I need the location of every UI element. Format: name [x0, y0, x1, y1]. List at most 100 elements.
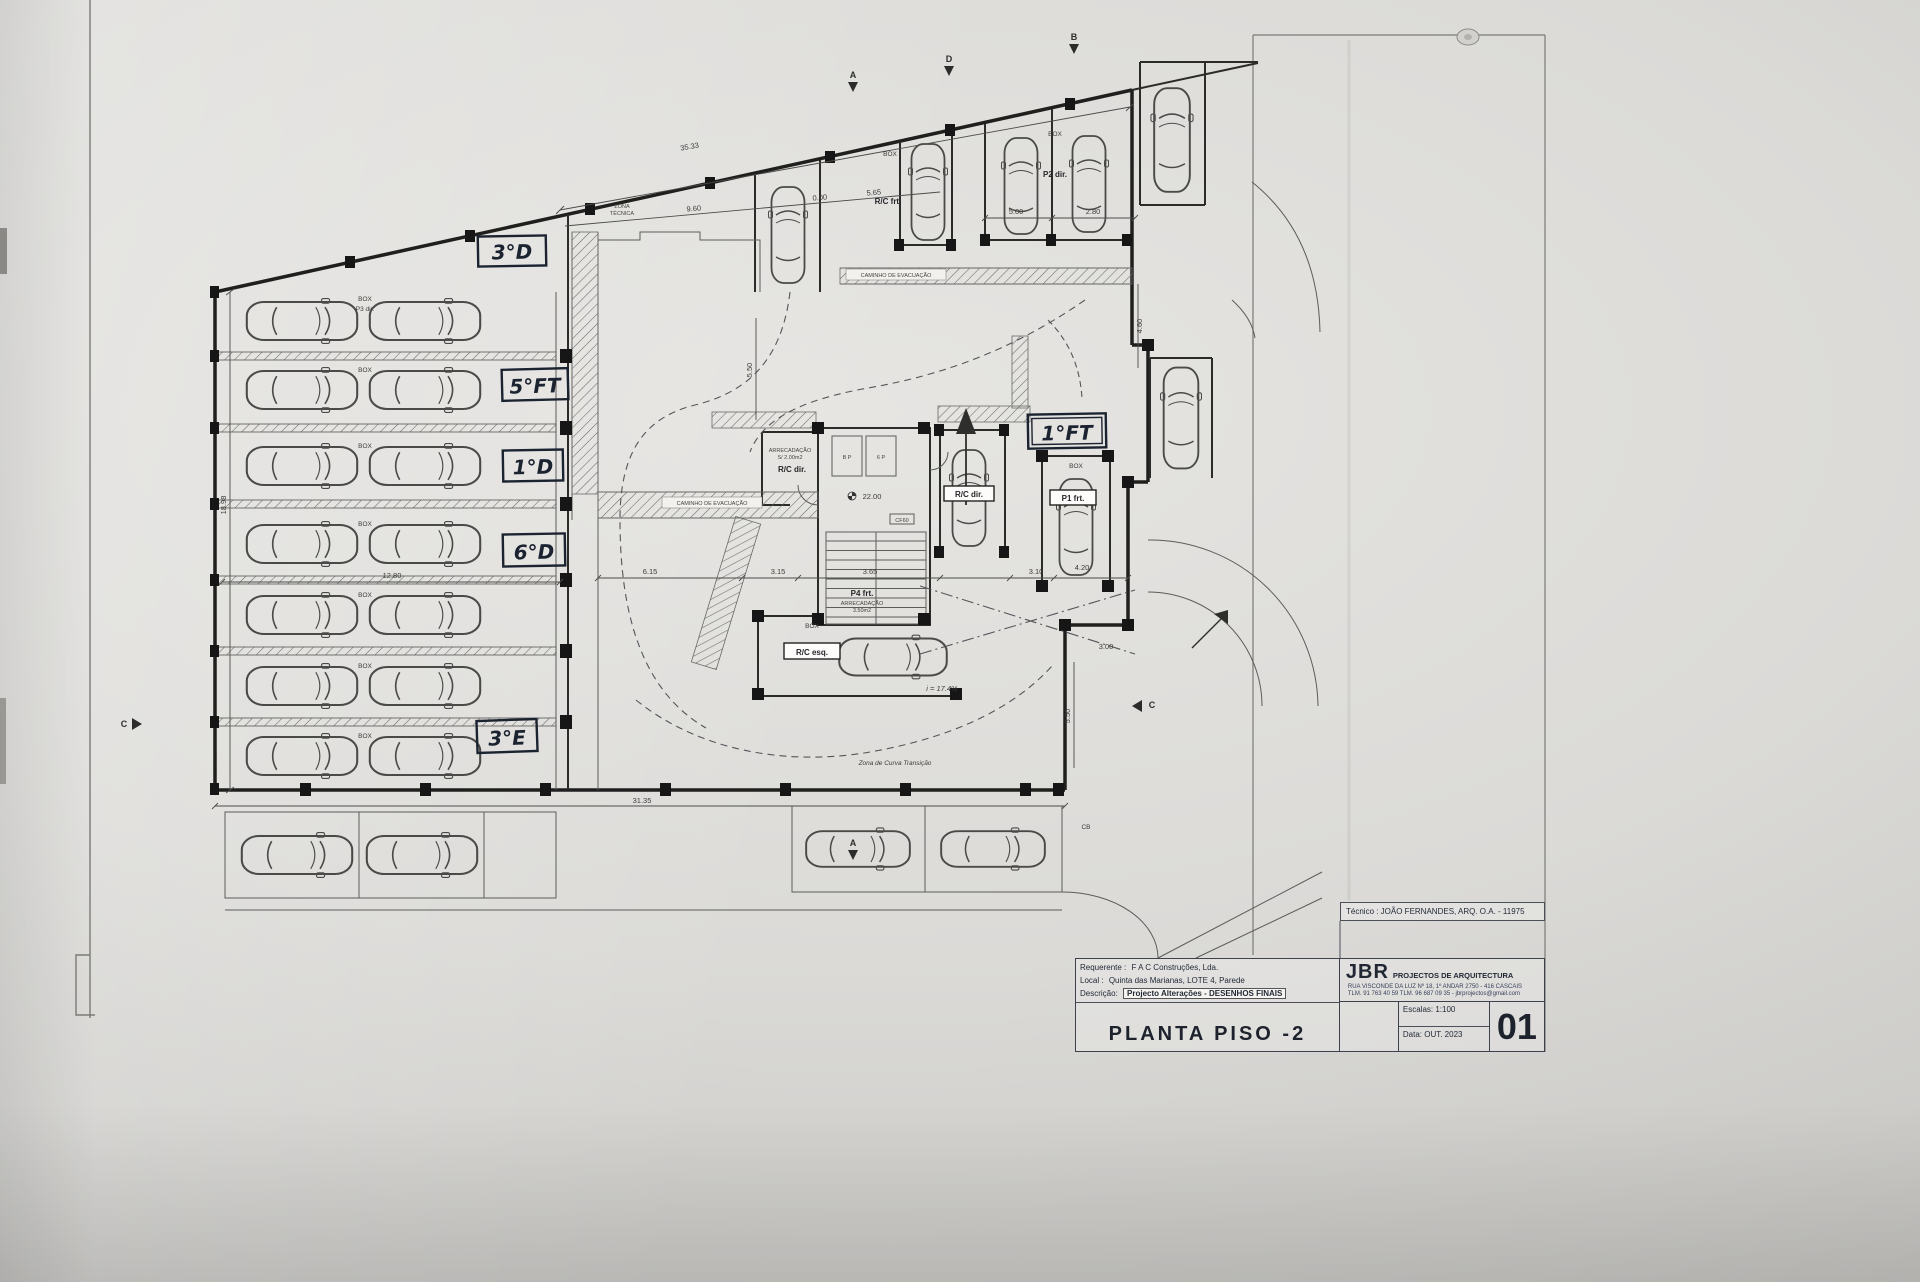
car-icon — [767, 186, 809, 284]
car-icon — [245, 297, 359, 345]
dim-text: 6.15 — [643, 567, 658, 576]
zona-tecnica-label: ZONA — [614, 204, 630, 210]
dim-text: 3.00 — [1099, 642, 1114, 651]
scale-date-cells: Escalas: 1:100 Data: OUT. 2023 — [1398, 1002, 1490, 1051]
dim-text: 5.50 — [1063, 709, 1072, 724]
slope-label: i = 17.4% — [926, 684, 958, 693]
drawing-title: PLANTA PISO -2 — [1108, 1023, 1307, 1045]
car-icon — [245, 442, 359, 490]
axis-markers: A D B C C CB A — [121, 32, 1156, 860]
firm-name: PROJECTOS DE ARQUITECTURA — [1392, 971, 1514, 980]
car-icon — [368, 520, 482, 568]
descricao-row: Descrição: Projecto Alterações - DESENHO… — [1080, 987, 1339, 1000]
columns — [210, 98, 1154, 796]
stall-label: BOX — [358, 443, 372, 450]
stall-label: R/C frt. — [875, 197, 902, 206]
firm-address-line1: RUA VISCONDE DA LUZ Nº 18, 1º ANDAR 2750… — [1347, 984, 1522, 990]
svg-text:3°D: 3°D — [492, 240, 533, 265]
dim-text: 4.20 — [1075, 563, 1090, 572]
stall-label: R/C dir. — [955, 490, 983, 499]
axis-letter: A — [850, 838, 857, 848]
dimension-texts: 35.33 9.60 0.00 5.65 5.00 2.80 18.98 12.… — [219, 140, 1144, 805]
car-icon — [245, 366, 359, 414]
store-label: S/ 2.00m2 — [777, 455, 802, 461]
scale-field: Escalas: 1:100 — [1398, 1002, 1489, 1027]
car-icon — [368, 662, 482, 710]
dim-text: 18.98 — [219, 496, 228, 515]
car-icon — [805, 826, 911, 872]
descricao-label: Descrição: — [1080, 989, 1118, 998]
drive-paths — [619, 291, 1136, 758]
door-label: CF60 — [895, 518, 908, 524]
local-value: Quinta das Marianas, LOTE 4, Parede — [1108, 976, 1245, 985]
tecnico-field: Técnico : JOÃO FERNANDES, ARQ. O.A. - 11… — [1340, 902, 1545, 921]
car-icon — [365, 831, 479, 879]
axis-letter: A — [850, 70, 857, 80]
handwritten-annotations: 3°D 5°FT 1°D 6°D 3°E 1°FT — [475, 234, 1108, 755]
stall-label: BOX — [358, 592, 372, 599]
local-label: Local : — [1080, 976, 1104, 985]
svg-text:1°D: 1°D — [513, 455, 554, 480]
dim-text: 3.10 — [1029, 567, 1044, 576]
requerente-row: Requerente : F A C Construções, Lda. — [1080, 961, 1339, 974]
car-icon — [245, 732, 359, 780]
axis-letter: C — [121, 719, 128, 729]
titleblock-spacer — [1340, 1002, 1399, 1051]
punch-hole-icon — [1456, 28, 1480, 46]
dim-text: 3.65 — [863, 567, 878, 576]
car-icon — [907, 143, 949, 241]
car-icon — [245, 662, 359, 710]
dim-text: 3.15 — [771, 567, 786, 576]
store-label: ARRECADAÇÃO — [841, 600, 884, 607]
car-icon — [368, 297, 482, 345]
axis-letter: B — [1071, 32, 1078, 42]
stall-label: R/C esq. — [796, 648, 828, 657]
elevator-label: 6 P — [877, 455, 886, 461]
car-icon — [240, 831, 354, 879]
car-icon — [368, 442, 482, 490]
stall-label: P1 frt. — [1062, 494, 1085, 503]
stall-label: BOX — [358, 521, 372, 528]
car-icon — [368, 591, 482, 639]
dim-text: 35.33 — [680, 140, 700, 152]
title-block-right: JBR PROJECTOS DE ARQUITECTURA RUA VISCON… — [1339, 959, 1544, 1051]
date-field: Data: OUT. 2023 — [1402, 1030, 1463, 1039]
firm-address-line2: TLM. 91 763 40 59 TLM. 96 687 09 35 - jb… — [1347, 991, 1520, 997]
store-label: ARRECADAÇÃO — [769, 447, 812, 454]
level-marker-icon — [847, 491, 857, 501]
firm-initials: JBR — [1345, 961, 1389, 983]
title-block-left: Requerente : F A C Construções, Lda. Loc… — [1076, 959, 1340, 1051]
firm-address: RUA VISCONDE DA LUZ Nº 18, 1º ANDAR 2750… — [1340, 984, 1544, 998]
dim-text: 9.60 — [686, 203, 701, 213]
car-icon — [245, 520, 359, 568]
dim-text: 2.80 — [1086, 207, 1101, 216]
sheet-number: 01 — [1496, 1005, 1537, 1047]
svg-text:5°FT: 5°FT — [509, 373, 562, 398]
dim-text: 31.35 — [633, 796, 652, 805]
annotation-5ft: 5°FT — [500, 366, 570, 403]
dim-text: 5.50 — [745, 363, 754, 378]
stall-label: BOX — [1048, 131, 1062, 138]
evacuation-label: CAMINHO DE EVACUAÇÃO — [861, 272, 933, 279]
axis-letter: D — [946, 54, 953, 64]
dim-text: 5.65 — [866, 187, 881, 197]
label-boxes — [661, 268, 1097, 660]
stall-label: P3 dir. — [356, 306, 375, 313]
stall-label: BOX — [358, 663, 372, 670]
level-value: 22.00 — [863, 492, 882, 501]
car-icon — [940, 826, 1046, 872]
store-label: 3.50m2 — [853, 608, 871, 614]
annotation-3e: 3°E — [475, 717, 539, 755]
curve-zone-label: Zona de Curva Transição — [858, 760, 932, 767]
dim-text: 4.60 — [1135, 319, 1144, 334]
dim-text: 0.00 — [812, 192, 827, 202]
project-info-rows: Requerente : F A C Construções, Lda. Loc… — [1076, 959, 1339, 1003]
plan-outline — [213, 88, 1150, 792]
svg-text:3°E: 3°E — [488, 725, 527, 750]
car-icon — [1149, 87, 1195, 193]
svg-text:6°D: 6°D — [514, 540, 555, 565]
stall-label: P2 dir. — [1043, 170, 1067, 179]
annotation-3d: 3°D — [476, 234, 548, 268]
